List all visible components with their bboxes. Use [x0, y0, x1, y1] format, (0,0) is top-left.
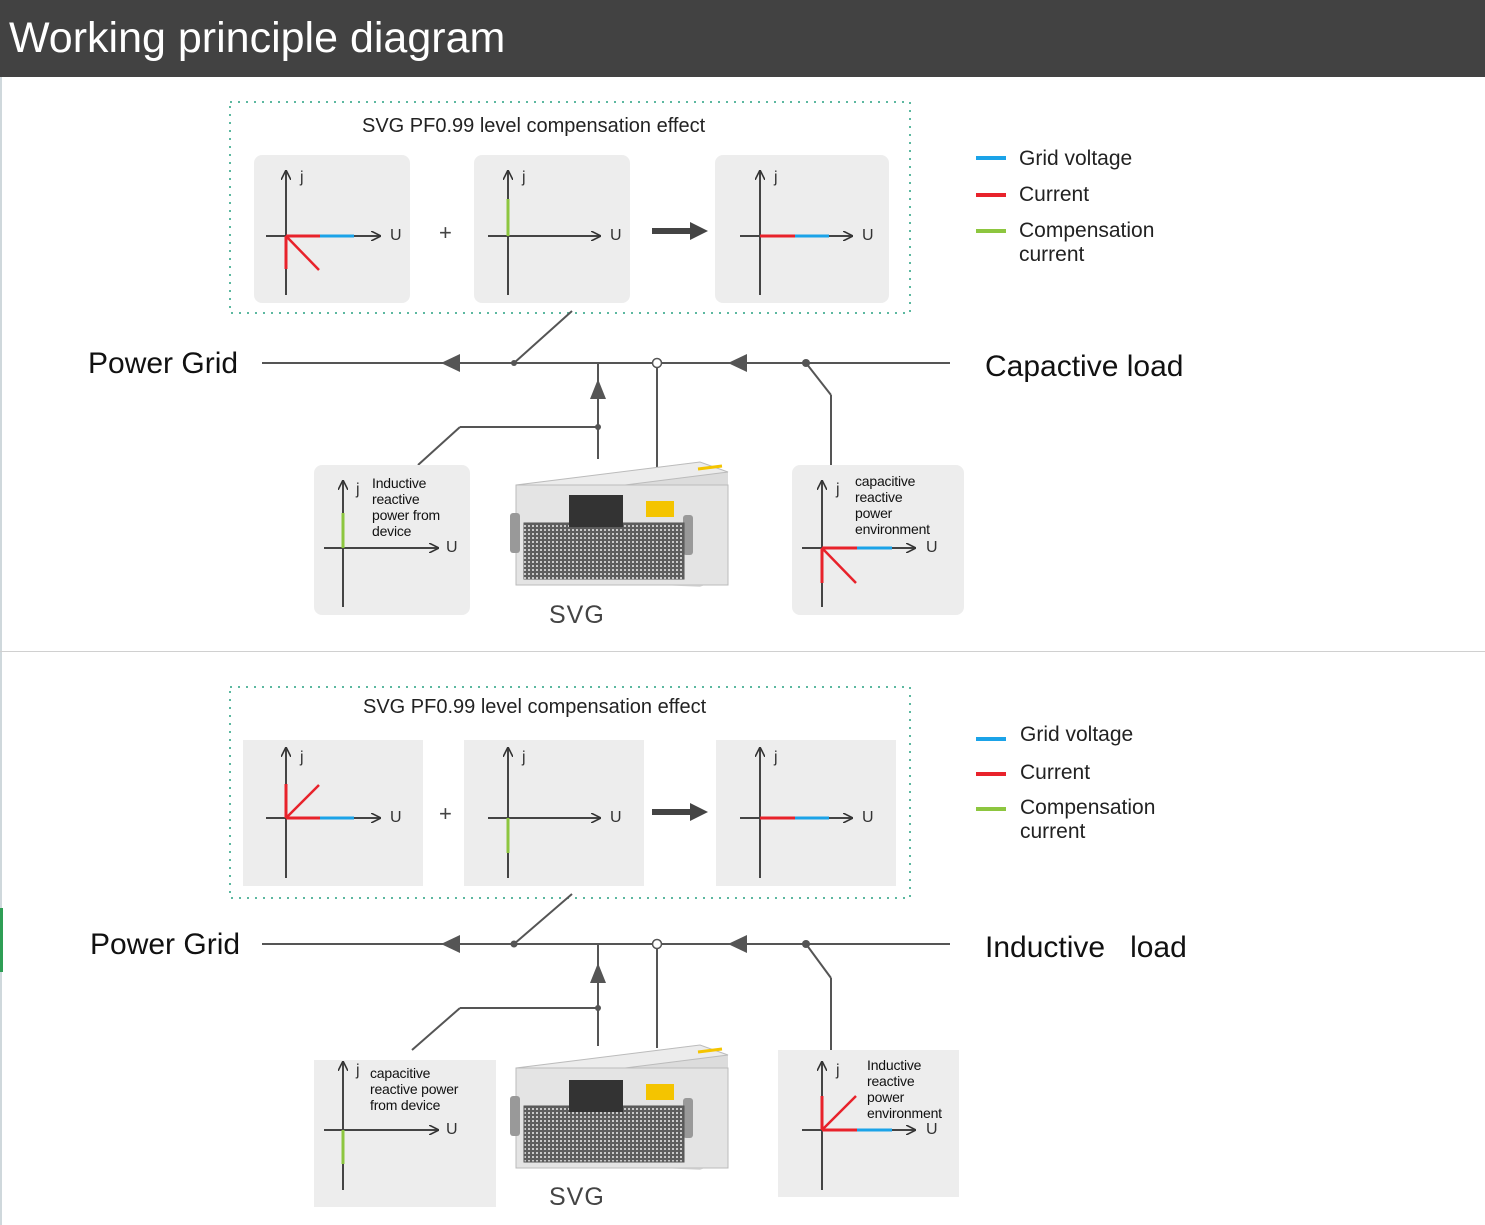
bus-node	[510, 940, 518, 948]
axis-u-label: U	[446, 1121, 458, 1138]
svg-device-label: SVG	[549, 601, 605, 629]
flow-arrow	[728, 935, 747, 953]
legend-compensation-swatch	[976, 229, 1006, 233]
power-bus	[262, 893, 950, 1052]
axis-u-label: U	[390, 809, 402, 826]
device-reactive-note: Inductive reactive power from device	[372, 475, 441, 539]
power-grid-label: Power Grid	[90, 928, 241, 961]
phasor-card-load	[254, 155, 410, 303]
flow-arrow	[728, 354, 747, 372]
phasor-card-device	[314, 465, 470, 615]
axis-j-label: j	[774, 749, 778, 766]
flow-arrow	[590, 963, 606, 983]
legend-current: Current	[1019, 183, 1090, 206]
legend-compensation: Compensation current	[1019, 219, 1155, 266]
axis-u-label: U	[390, 227, 402, 244]
axis-u-label: U	[610, 227, 622, 244]
current-vector	[285, 784, 320, 819]
axis-j-label: j	[300, 749, 304, 766]
axis-j-label: j	[356, 1062, 360, 1079]
phasor-card-result	[715, 155, 889, 303]
axis-j-label: j	[836, 481, 840, 498]
current-vector	[821, 1095, 857, 1131]
effect-frame	[229, 101, 911, 314]
load-label: Inductive load	[985, 931, 1187, 964]
result-arrow	[652, 222, 708, 240]
current-vector	[821, 547, 857, 584]
phasor-card-device	[314, 1060, 496, 1207]
legend-grid-voltage: Grid voltage	[1019, 147, 1133, 170]
phasor-card-environment	[792, 465, 964, 615]
bus-node	[595, 1005, 601, 1011]
legend-compensation: Compensation current	[1020, 796, 1156, 843]
legend-grid-voltage-swatch	[976, 156, 1006, 160]
axis-u-label: U	[610, 809, 622, 826]
legend-grid-voltage-swatch	[976, 737, 1006, 741]
diagram-capacitive-load: SVG PF0.99 level compensation effect + j…	[0, 77, 1485, 651]
svg-device-label: SVG	[549, 1183, 605, 1211]
plus-sign: +	[439, 220, 452, 245]
power-grid-label: Power Grid	[88, 347, 239, 380]
effect-title: SVG PF0.99 level compensation effect	[363, 696, 707, 718]
flow-arrow	[441, 935, 460, 953]
bus-node	[595, 424, 601, 430]
legend-grid-voltage: Grid voltage	[1020, 723, 1134, 746]
phasor-card-load	[243, 740, 423, 886]
result-arrow	[652, 803, 708, 821]
scroll-position-marker	[0, 908, 3, 972]
legend-current-swatch	[976, 193, 1006, 197]
effect-title: SVG PF0.99 level compensation effect	[362, 115, 706, 137]
axis-u-label: U	[862, 809, 874, 826]
load-label: Capactive load	[985, 350, 1184, 383]
environment-reactive-note: Inductive reactive power environment	[867, 1057, 942, 1121]
page-header: Working principle diagram	[0, 0, 1485, 77]
axis-j-label: j	[522, 749, 526, 766]
phasor-card-result	[716, 740, 896, 886]
axis-j-label: j	[300, 169, 304, 186]
axis-u-label: U	[862, 227, 874, 244]
legend-current-swatch	[976, 772, 1006, 776]
device-reactive-note: capacitive reactive power from device	[370, 1065, 459, 1113]
axis-u-label: U	[926, 1121, 938, 1138]
flow-arrow	[590, 379, 606, 399]
axis-j-label: j	[522, 169, 526, 186]
bus-node	[802, 940, 810, 948]
effect-frame	[229, 686, 911, 899]
plus-sign: +	[439, 801, 452, 826]
phasor-card-environment	[778, 1050, 959, 1197]
current-vector	[285, 235, 320, 271]
bus-node	[511, 360, 517, 366]
axis-j-label: j	[356, 481, 360, 498]
phasor-card-compensation	[474, 155, 630, 303]
current-sensor	[651, 938, 663, 950]
environment-reactive-note: capacitive reactive power environment	[855, 473, 930, 537]
svg-device-image	[510, 461, 729, 587]
axis-j-label: j	[774, 169, 778, 186]
section-divider	[0, 651, 1485, 652]
bus-node	[802, 359, 810, 367]
current-sensor	[651, 357, 663, 369]
legend-current: Current	[1020, 761, 1091, 784]
diagram-inductive-load: SVG PF0.99 level compensation effect + j…	[0, 652, 1485, 1225]
phasor-card-compensation	[464, 740, 644, 886]
axis-u-label: U	[926, 539, 938, 556]
axis-u-label: U	[446, 539, 458, 556]
legend-compensation-swatch	[976, 807, 1006, 811]
page-title: Working principle diagram	[9, 14, 506, 62]
svg-device-image	[510, 1044, 729, 1170]
diagram-graphics	[229, 101, 964, 615]
axis-j-label: j	[836, 1062, 840, 1079]
power-bus	[262, 310, 950, 482]
flow-arrow	[441, 354, 460, 372]
diagram-graphics	[229, 686, 959, 1207]
